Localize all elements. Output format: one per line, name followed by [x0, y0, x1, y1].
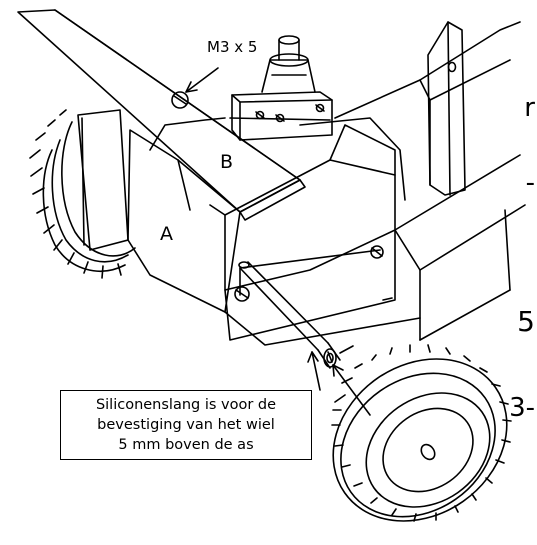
right-wheel [331, 344, 512, 522]
edge-text-3: 5 [517, 305, 535, 338]
part-b-label: B [220, 151, 233, 173]
flap-b [17, 9, 306, 221]
callout-line-3: 5 mm boven de as [118, 437, 254, 453]
motor-shaft [261, 35, 316, 93]
left-wheel [29, 109, 136, 279]
axle [238, 261, 341, 369]
edge-text-4: 3- [509, 393, 535, 423]
edge-text-1: r [524, 93, 535, 123]
callout-line-1: Siliconenslang is voor de [95, 397, 277, 413]
edge-text-2: - [525, 168, 535, 198]
sleeve-arrows [307, 345, 371, 416]
motor-bracket [231, 91, 333, 141]
callout-line-2: bevestiging van het wiel [97, 417, 275, 433]
sleeve-callout: Siliconenslang is voor de bevestiging va… [60, 390, 312, 460]
screw-label: M3 x 5 [207, 38, 257, 56]
main-box [209, 124, 421, 346]
upright-post [427, 21, 466, 196]
part-a-label: A [160, 223, 173, 245]
screw-arrow [185, 67, 219, 93]
